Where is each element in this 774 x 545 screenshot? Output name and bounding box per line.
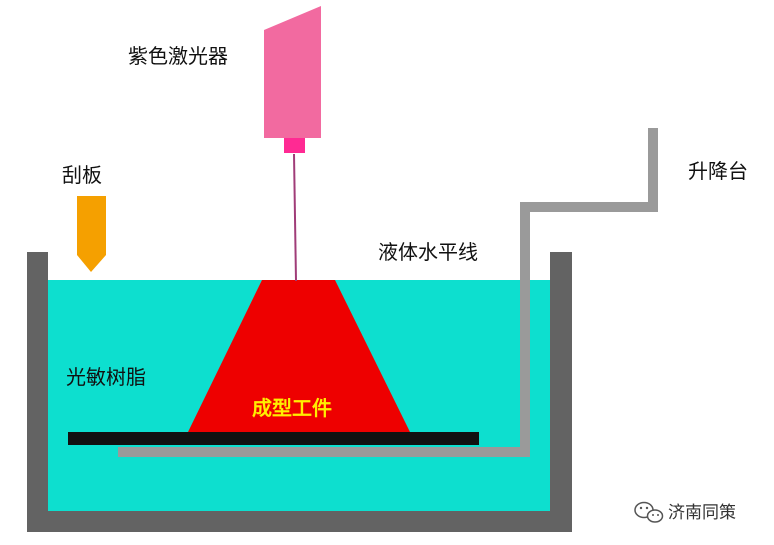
laser-label: 紫色激光器 <box>128 44 228 68</box>
resin-label: 光敏树脂 <box>66 365 146 389</box>
tank-interior-air <box>48 252 550 280</box>
liquid-level-label: 液体水平线 <box>378 240 478 264</box>
scraper-label: 刮板 <box>62 163 102 187</box>
laser-nozzle <box>284 138 305 153</box>
laser-body <box>264 6 321 138</box>
watermark: 济南同策 <box>634 501 736 523</box>
printed-part <box>188 280 410 432</box>
elevator-label: 升降台 <box>688 159 748 183</box>
scraper <box>77 196 106 272</box>
part-label: 成型工件 <box>252 396 332 420</box>
wechat-icon <box>634 501 664 523</box>
watermark-text: 济南同策 <box>668 503 736 523</box>
elevator-arm <box>118 128 658 457</box>
build-plate <box>68 432 479 445</box>
laser-beam <box>293 153 297 282</box>
